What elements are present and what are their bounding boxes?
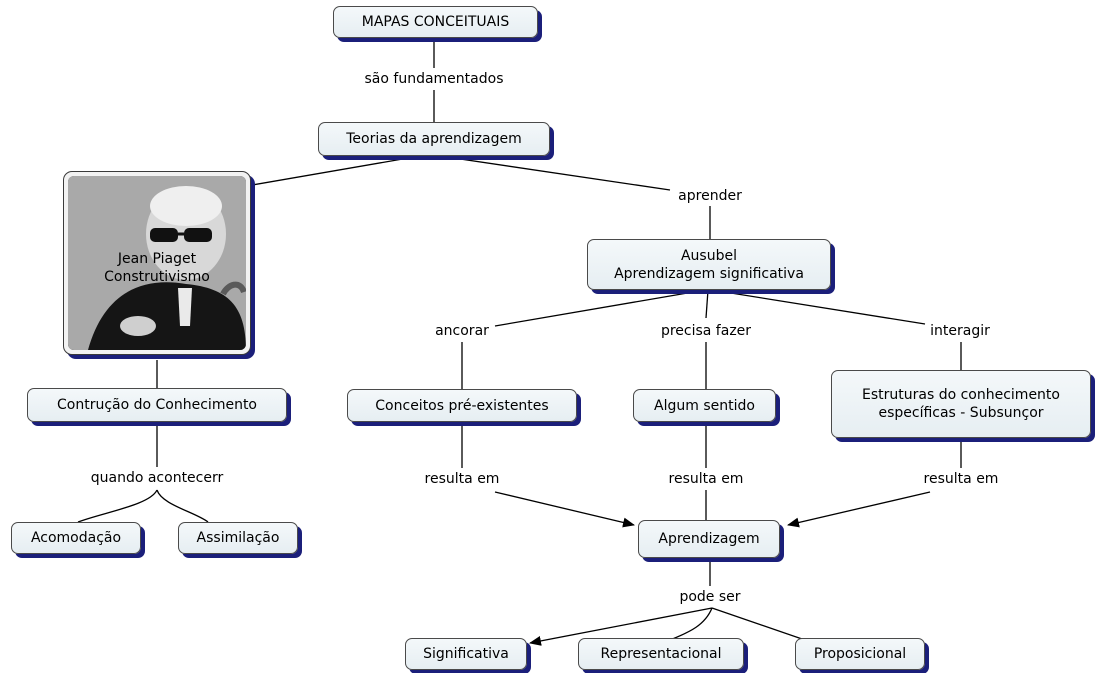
- link-label-resulta-em-1: resulta em: [421, 470, 503, 488]
- piaget-theory-text: Construtivismo: [104, 269, 210, 285]
- node-representacional-text: Representacional: [600, 646, 722, 662]
- node-proposicional[interactable]: Proposicional: [795, 638, 925, 670]
- node-teorias-aprendizagem[interactable]: Teorias da aprendizagem: [318, 122, 550, 156]
- link-label-ancorar: ancorar: [432, 322, 492, 340]
- node-significativa-text: Significativa: [423, 646, 509, 662]
- node-assimilacao-text: Assimilação: [196, 530, 280, 546]
- node-teorias-text: Teorias da aprendizagem: [346, 131, 522, 147]
- link-label-quando-acontecerr: quando acontecerr: [87, 469, 227, 487]
- line-ausubel-to-ancorar: [494, 289, 706, 327]
- link-label-interagir: interagir: [927, 322, 993, 340]
- line-teorias-to-aprender: [439, 155, 671, 191]
- piaget-name-text: Jean Piaget: [117, 251, 197, 267]
- estruturas-line1-text: Estruturas do conhecimento: [862, 387, 1060, 403]
- node-acomodacao[interactable]: Acomodação: [11, 522, 141, 554]
- node-algum-text: Algum sentido: [654, 397, 755, 414]
- node-mapas-conceituais[interactable]: MAPAS CONCEITUAIS: [333, 6, 538, 38]
- node-conceitos-text: Conceitos pré-existentes: [375, 397, 549, 414]
- ausubel-name-text: Ausubel: [680, 247, 737, 264]
- node-conceitos-pre-existentes[interactable]: Conceitos pré-existentes: [347, 389, 577, 422]
- arrow-resulta1-to-aprendizagem: [494, 491, 635, 528]
- node-significativa[interactable]: Significativa: [405, 638, 527, 670]
- arrow-podeser-to-significativa: [529, 607, 713, 646]
- node-aprendizagem[interactable]: Aprendizagem: [638, 520, 780, 558]
- line-quando-to-assimilacao: [156, 489, 209, 523]
- node-proposicional-text: Proposicional: [813, 646, 907, 662]
- node-algum-sentido[interactable]: Algum sentido: [633, 389, 776, 422]
- line-ausubel-to-interagir: [711, 289, 926, 325]
- line-ausubel-to-precisa: [705, 289, 709, 319]
- node-aprendizagem-text: Aprendizagem: [658, 531, 760, 547]
- node-mapas-conceituais-text: MAPAS CONCEITUAIS: [361, 14, 510, 30]
- arrow-resulta3-to-aprendizagem: [787, 491, 931, 528]
- line-podeser-to-proposicional: [711, 607, 806, 641]
- piaget-photo: Jean Piaget Construtivismo: [68, 176, 246, 350]
- link-label-pode-ser: pode ser: [676, 588, 744, 606]
- node-construcao-text: Contrução do Conhecimento: [57, 397, 257, 413]
- link-label-precisa-fazer: precisa fazer: [657, 322, 755, 340]
- node-estruturas-conhecimento[interactable]: Estruturas do conhecimento específicas -…: [831, 370, 1091, 438]
- link-label-resulta-em-2: resulta em: [665, 470, 747, 488]
- estruturas-line2-text: específicas - Subsunçor: [878, 405, 1044, 421]
- node-acomodacao-text: Acomodação: [30, 530, 122, 546]
- piaget-portrait-illustration: [68, 176, 246, 350]
- node-ausubel[interactable]: Ausubel Aprendizagem significativa: [587, 239, 831, 290]
- link-label-sao-fundamentados: são fundamentados: [361, 70, 507, 88]
- node-construcao-conhecimento[interactable]: Contrução do Conhecimento: [27, 388, 287, 422]
- node-assimilacao[interactable]: Assimilação: [178, 522, 298, 554]
- line-quando-to-acomodacao: [77, 489, 158, 523]
- piaget-caption: Jean Piaget Construtivismo: [68, 250, 246, 286]
- line-teorias-to-piaget: [251, 155, 421, 186]
- link-label-aprender: aprender: [675, 187, 745, 205]
- line-podeser-to-representacional: [669, 607, 713, 641]
- node-representacional[interactable]: Representacional: [578, 638, 744, 670]
- ausubel-theory-text: Aprendizagem significativa: [614, 265, 804, 282]
- link-label-resulta-em-3: resulta em: [920, 470, 1002, 488]
- node-jean-piaget[interactable]: Jean Piaget Construtivismo: [63, 171, 251, 355]
